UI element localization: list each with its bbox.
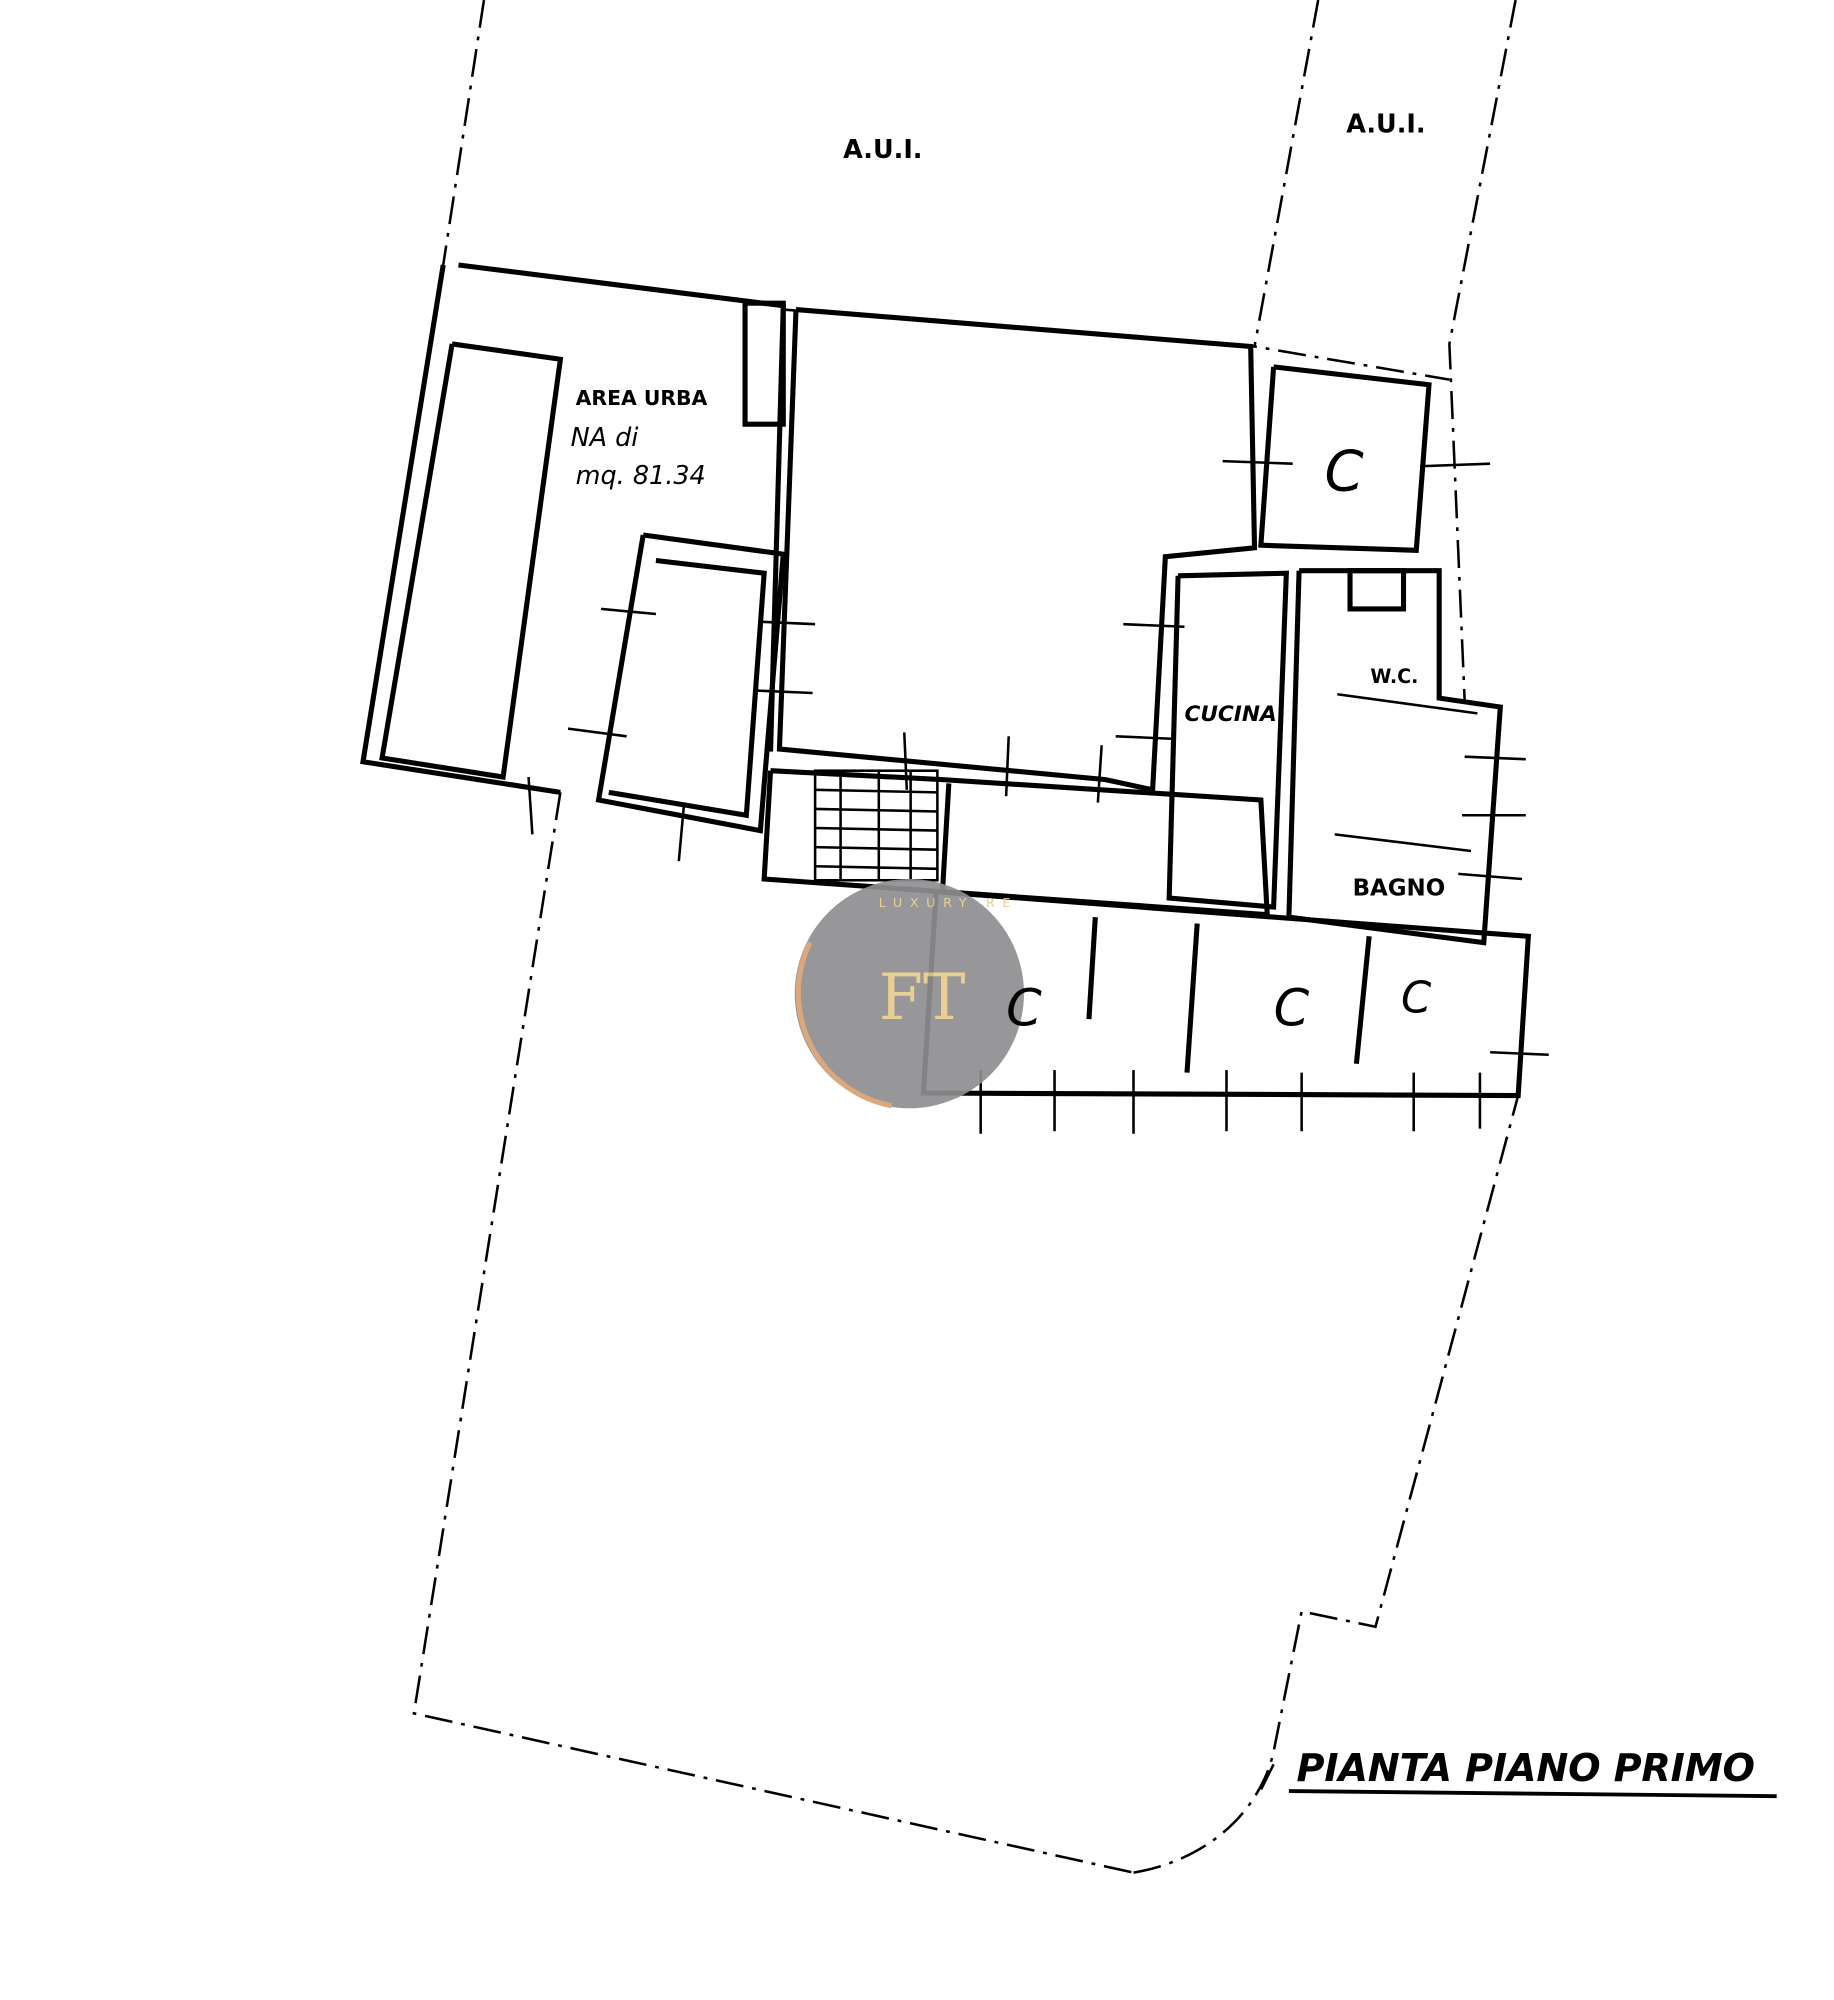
label-area-urbana-1: AREA URBA — [576, 386, 708, 410]
label-wc: W.C. — [1370, 665, 1418, 688]
label-area-size: mq. 81.34 — [576, 461, 706, 491]
label-room-c-s1: C — [1274, 979, 1310, 1038]
lot-boundary — [412, 0, 1520, 1874]
watermark-logo: FT LUXURY RE — [794, 878, 1024, 1109]
label-room-c-s3: C — [1006, 979, 1042, 1038]
title-underline — [1288, 1789, 1777, 1799]
plan-title: PIANTA PIANO PRIMO — [1297, 1747, 1756, 1791]
label-bagno: BAGNO — [1353, 876, 1446, 902]
label-cucina: CUCINA — [1184, 702, 1276, 727]
label-area-urbana-2: NA di — [571, 423, 639, 453]
label-aui-left: A.U.I. — [843, 135, 922, 165]
label-room-c-s2: C — [1401, 974, 1432, 1024]
window-markers — [527, 459, 1549, 1134]
label-room-c-ne: C — [1325, 439, 1364, 504]
staircase — [815, 770, 938, 881]
watermark-arc-text: LUXURY RE — [879, 896, 1018, 911]
label-aui-right: A.U.I. — [1346, 109, 1425, 139]
watermark-monogram: FT — [879, 961, 966, 1035]
